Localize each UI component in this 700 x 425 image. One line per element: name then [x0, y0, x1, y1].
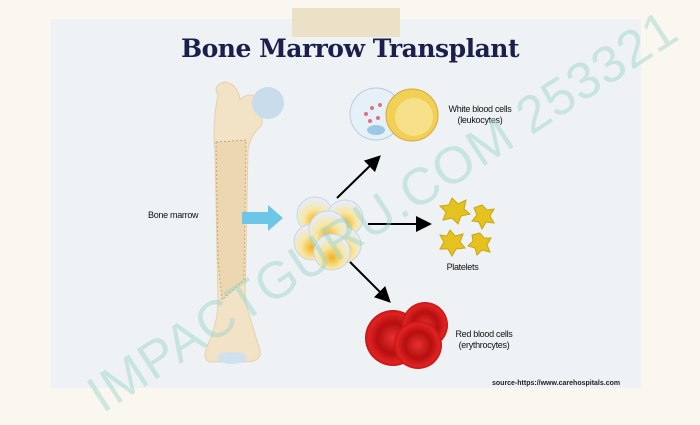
wbc-label: White blood cells (leukocytes)	[445, 104, 515, 126]
platelets-label: Platelets	[446, 262, 479, 272]
arrow-to-rbc-icon	[349, 261, 391, 303]
page-title: Bone Marrow Transplant	[180, 34, 520, 63]
arrow-to-wbc-icon	[336, 155, 381, 199]
rbc-label-line2: (erythrocytes)	[458, 340, 510, 350]
white-blood-cells-illustration	[349, 87, 439, 142]
bone-illustration	[204, 81, 284, 364]
rbc-label-line1: Red blood cells	[455, 329, 513, 339]
platelets-illustration	[438, 197, 495, 258]
blue-arrow-icon	[242, 205, 283, 231]
wbc-label-line2: (leukocytes)	[457, 115, 503, 125]
diagram-illustration	[204, 81, 495, 369]
tape-decoration	[292, 8, 400, 37]
stem-cell-cluster	[293, 196, 364, 271]
red-blood-cells-illustration	[365, 302, 448, 369]
source-credit: source-https://www.carehospitals.com	[492, 380, 621, 387]
rbc-label: Red blood cells (erythrocytes)	[450, 329, 518, 351]
bone-marrow-label: Bone marrow	[148, 210, 199, 220]
wbc-label-line1: White blood cells	[448, 104, 512, 114]
